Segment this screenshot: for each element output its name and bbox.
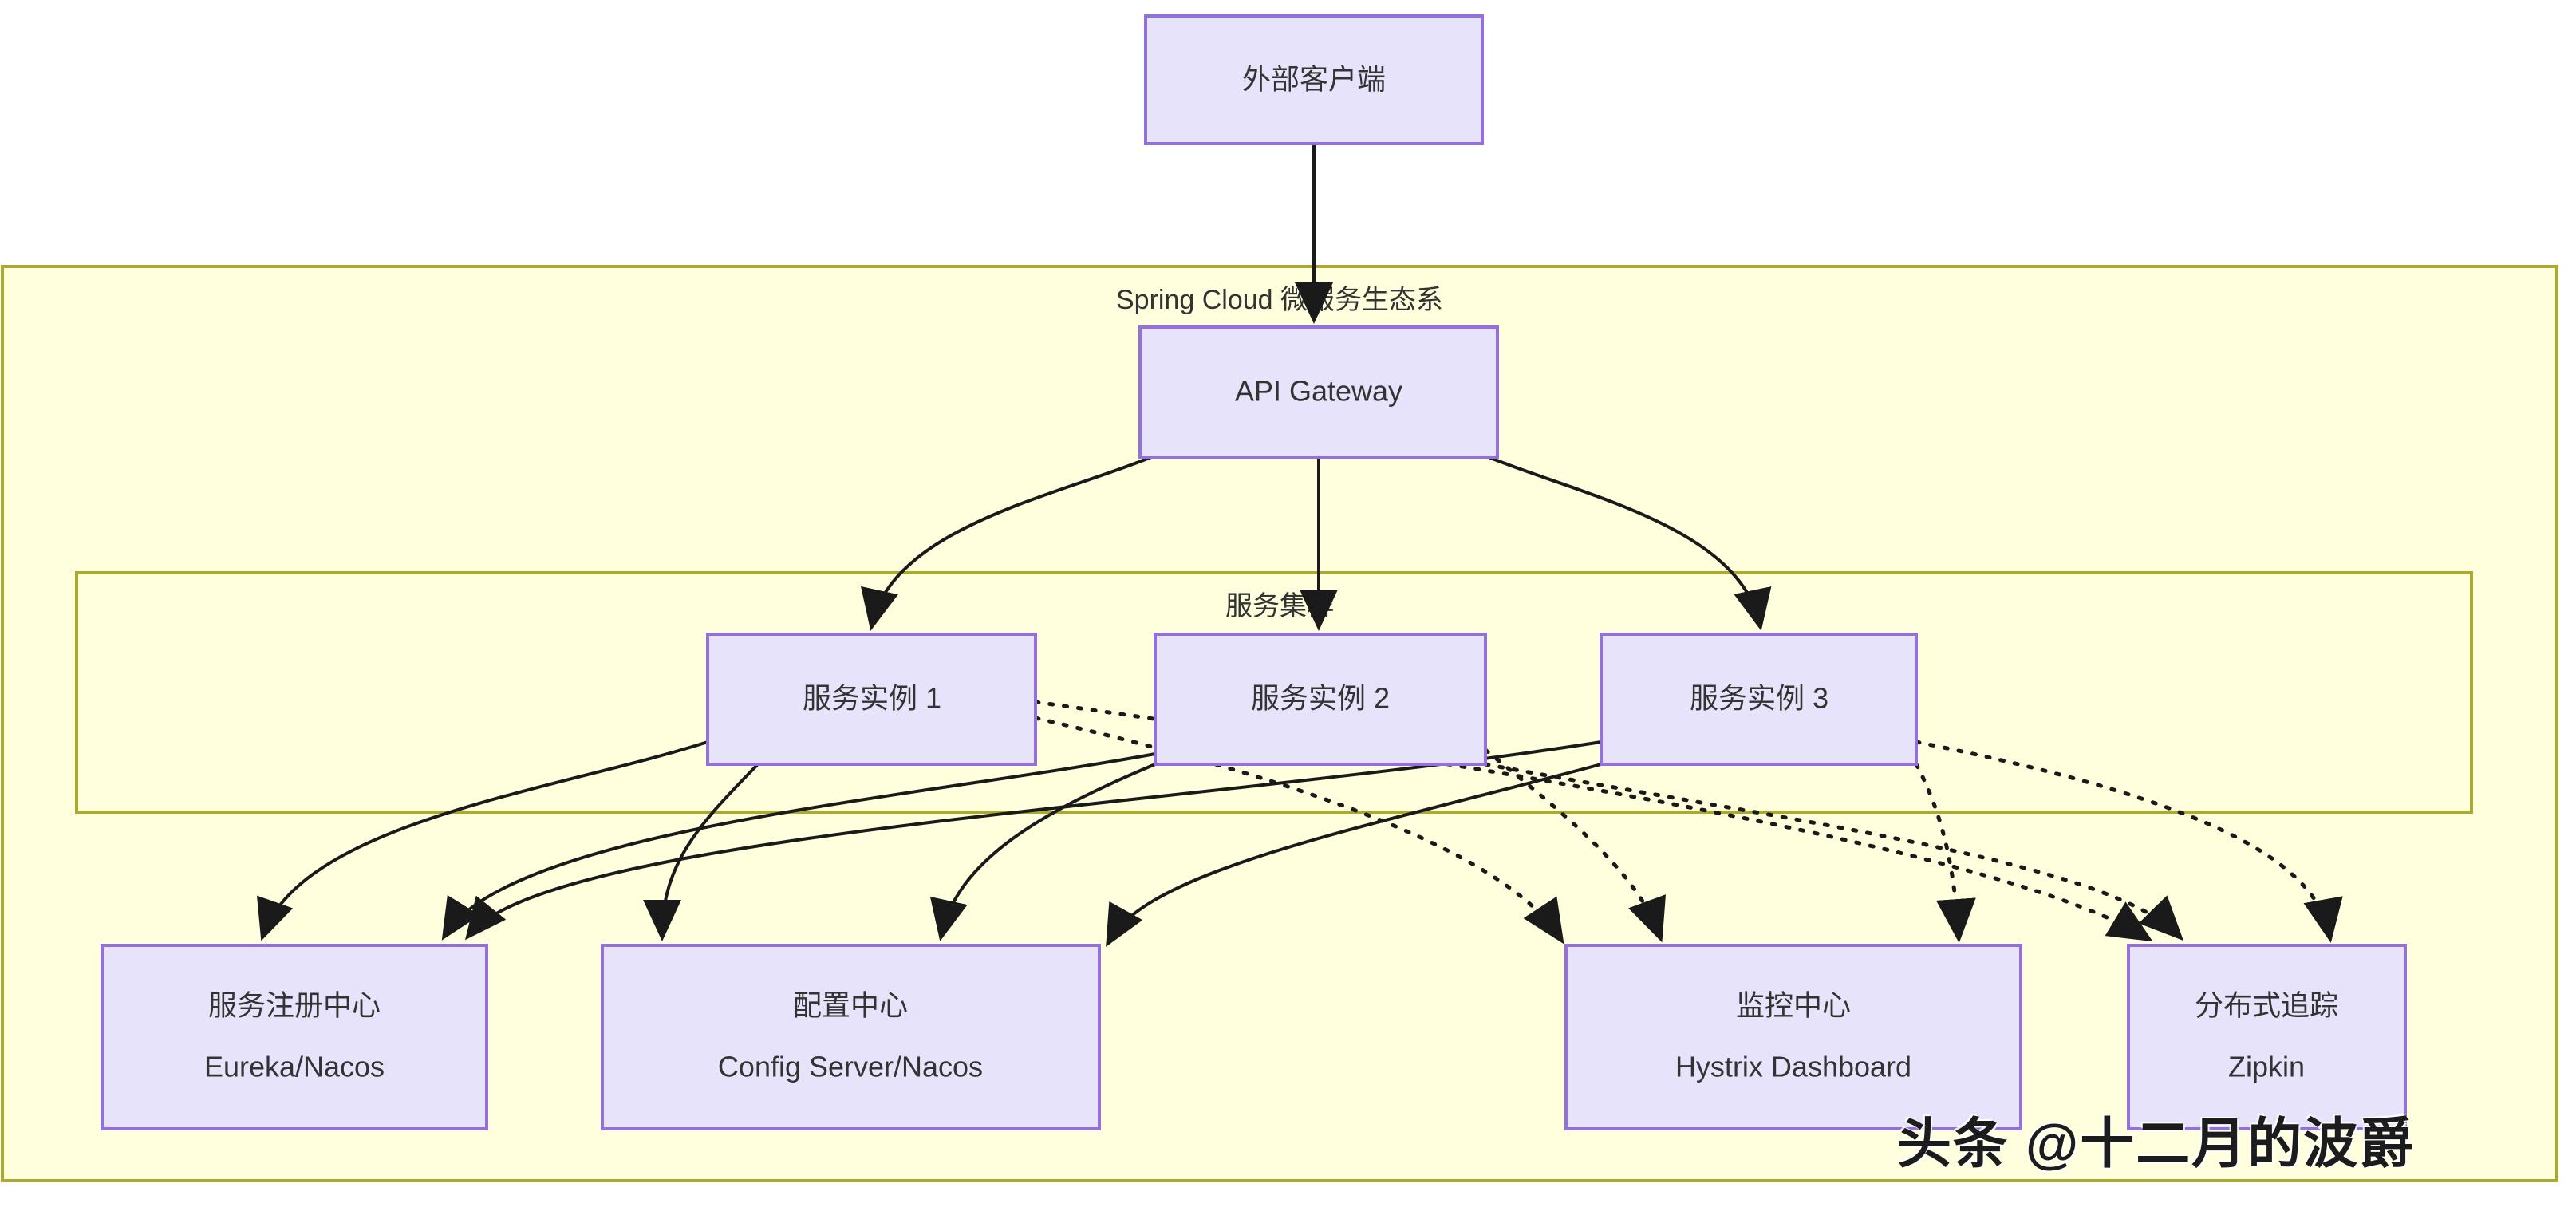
node-config-center-rect[interactable]: [601, 944, 1101, 1130]
edge-service-instance-3-to-config-center: [1106, 763, 1602, 947]
edge-group-solid: [257, 144, 1772, 947]
node-service-registry-label-line1: 服务注册中心: [208, 989, 381, 1022]
edge-service-instance-1-to-config-center: [643, 763, 759, 941]
node-service-instance-3-label: 服务实例 3: [1690, 682, 1828, 715]
node-service-instance-3-rect[interactable]: [1600, 633, 1918, 766]
node-external-client-label: 外部客户端: [1242, 63, 1386, 96]
node-service-instance-1-rect[interactable]: [706, 633, 1037, 766]
node-monitor-center-label-line1: 监控中心: [1736, 989, 1851, 1022]
node-service-instance-2-label: 服务实例 2: [1251, 682, 1390, 715]
watermark-text: 头条 @十二月的波爵: [1897, 1114, 2416, 1174]
node-config-center-label-line2: Config Server/Nacos: [718, 1051, 983, 1083]
edge-api-gateway-to-service-instance-3: [1488, 456, 1772, 631]
node-service-registry[interactable]: 服务注册中心 Eureka/Nacos: [101, 944, 488, 1130]
node-service-instance-3[interactable]: 服务实例 3: [1600, 633, 1918, 766]
node-api-gateway[interactable]: API Gateway: [1138, 325, 1499, 459]
node-service-instance-1-label: 服务实例 1: [803, 682, 941, 715]
node-distributed-tracing-label-line2: Zipkin: [2228, 1051, 2305, 1083]
node-config-center-label-line1: 配置中心: [793, 989, 908, 1022]
edge-service-instance-3-to-service-registry: [464, 740, 1602, 941]
edge-service-instance-3-to-distributed-tracing: [1914, 740, 2343, 943]
node-config-center[interactable]: 配置中心 Config Server/Nacos: [601, 944, 1101, 1130]
node-distributed-tracing-label-line1: 分布式追踪: [2195, 989, 2338, 1022]
node-service-instance-2[interactable]: 服务实例 2: [1154, 633, 1487, 766]
node-service-registry-label-line2: Eureka/Nacos: [204, 1051, 385, 1083]
node-api-gateway-rect[interactable]: [1138, 325, 1499, 459]
edge-service-instance-1-to-service-registry: [257, 740, 708, 941]
node-distributed-tracing-rect[interactable]: [2127, 944, 2407, 1130]
edge-service-instance-3-to-monitor-center: [1914, 762, 1976, 943]
node-service-instance-1[interactable]: 服务实例 1: [706, 633, 1037, 766]
edge-service-instance-1-to-monitor-center: [1033, 716, 1564, 945]
node-api-gateway-label: API Gateway: [1235, 375, 1402, 408]
node-distributed-tracing[interactable]: 分布式追踪 Zipkin: [2127, 944, 2407, 1130]
node-monitor-center-label-line2: Hystrix Dashboard: [1675, 1051, 1911, 1083]
node-service-instance-2-rect[interactable]: [1154, 633, 1487, 766]
node-monitor-center-rect[interactable]: [1564, 944, 2022, 1130]
edge-service-instance-2-to-monitor-center: [1483, 748, 1666, 943]
edge-api-gateway-to-service-instance-1: [861, 456, 1152, 631]
edge-service-instance-2-to-service-registry: [441, 752, 1156, 941]
edge-service-instance-2-to-distributed-tracing: [1483, 762, 2184, 941]
node-monitor-center[interactable]: 监控中心 Hystrix Dashboard: [1564, 944, 2022, 1130]
node-external-client-rect[interactable]: [1144, 14, 1484, 145]
edge-service-instance-2-to-config-center: [929, 763, 1156, 941]
cluster-spring-cloud-ecosystem-title: Spring Cloud 微服务生态系: [1116, 285, 1443, 315]
node-external-client[interactable]: 外部客户端: [1144, 14, 1484, 145]
node-service-registry-rect[interactable]: [101, 944, 488, 1130]
